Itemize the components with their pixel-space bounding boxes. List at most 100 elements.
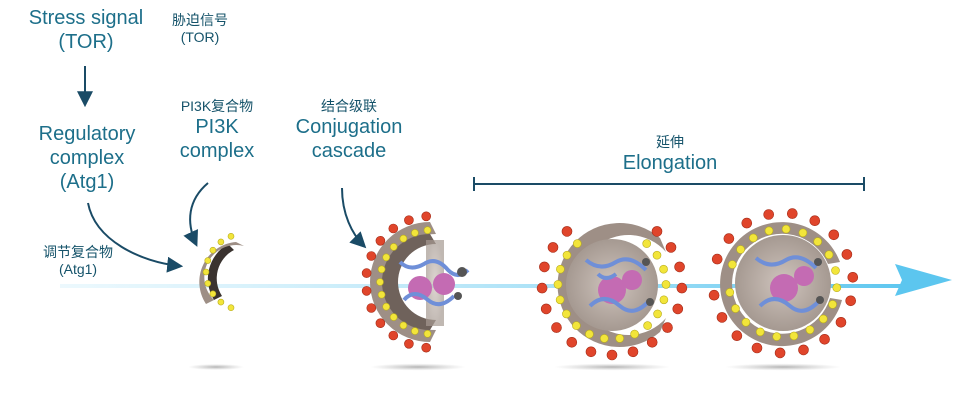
regulatory-complex-zh-label: 调节复合物 (Atg1) xyxy=(28,244,128,278)
yellow-bead xyxy=(824,250,834,259)
pi3k-complex-label: PI3K复合物 PI3K complex xyxy=(164,98,270,163)
cargo-protein-4 xyxy=(754,255,824,313)
process-flow-arrow xyxy=(60,264,952,296)
yellow-bead xyxy=(661,280,671,289)
yellow-bead xyxy=(813,237,823,246)
red-bead xyxy=(361,268,372,278)
regulatory-zh-sub: (Atg1) xyxy=(58,260,98,277)
red-bead xyxy=(676,282,688,294)
cargo-protein-3 xyxy=(584,257,654,313)
conjugation-line-2: cascade xyxy=(311,139,387,162)
phagophore-stage-2 xyxy=(361,211,470,353)
phagophore-stage-3 xyxy=(536,223,688,361)
conjugation-zh-text: 结合级联 xyxy=(321,98,377,114)
yellow-bead xyxy=(630,329,639,339)
yellow-bead xyxy=(652,250,662,260)
yellow-bead xyxy=(832,283,842,293)
red-bead xyxy=(723,233,735,244)
pi3k-line-2: complex xyxy=(179,139,255,162)
yellow-bead xyxy=(643,321,652,330)
red-bead xyxy=(651,226,663,237)
red-bead xyxy=(646,336,658,348)
yellow-bead xyxy=(227,304,235,312)
elongation-label: 延伸 Elongation xyxy=(600,134,740,175)
yellow-bead xyxy=(572,321,581,330)
yellow-bead xyxy=(217,238,225,246)
yellow-bead xyxy=(423,226,432,234)
red-bead xyxy=(551,322,562,333)
yellow-bead xyxy=(585,329,594,339)
elongation-text: Elongation xyxy=(622,151,718,174)
shadow-3 xyxy=(554,363,670,371)
red-bead xyxy=(404,338,414,349)
regulatory-line-2: complex xyxy=(49,147,125,169)
red-bead xyxy=(741,217,753,229)
regulatory-line-1: Regulatory xyxy=(38,123,136,145)
red-bead xyxy=(819,333,830,345)
red-bead xyxy=(763,209,775,220)
elongation-bracket xyxy=(473,177,865,191)
shadow-2 xyxy=(370,363,466,371)
yellow-bead xyxy=(828,300,837,309)
red-bead xyxy=(847,271,859,283)
yellow-bead xyxy=(748,233,758,243)
yellow-bead xyxy=(376,278,384,286)
red-bead xyxy=(536,282,548,294)
red-bead xyxy=(841,249,853,260)
yellow-bead xyxy=(572,239,582,248)
yellow-bead xyxy=(204,280,212,287)
red-bead xyxy=(566,336,578,348)
regulatory-to-phagophore-arrow xyxy=(87,202,184,273)
red-bead xyxy=(711,253,723,265)
conjugation-cascade-label: 结合级联 Conjugation cascade xyxy=(284,98,414,163)
red-bead xyxy=(845,295,857,307)
yellow-bead xyxy=(209,246,217,254)
red-bead xyxy=(366,251,377,261)
red-bead xyxy=(835,316,847,328)
yellow-bead xyxy=(764,226,774,236)
yellow-bead xyxy=(659,295,669,305)
yellow-bead xyxy=(227,233,235,240)
yellow-bead xyxy=(659,264,668,274)
yellow-bead xyxy=(217,298,225,306)
red-bead xyxy=(375,318,386,329)
yellow-bead xyxy=(399,321,408,330)
yellow-bead xyxy=(423,329,432,338)
yellow-bead xyxy=(411,229,419,237)
shadow-1 xyxy=(188,364,244,370)
red-bead xyxy=(828,229,840,241)
red-bead xyxy=(606,349,618,361)
red-bead xyxy=(716,312,728,323)
yellow-bead xyxy=(789,331,799,341)
yellow-bead xyxy=(755,327,765,337)
pi3k-zh-text: PI3K复合物 xyxy=(180,98,254,114)
yellow-bead xyxy=(725,288,735,297)
yellow-bead xyxy=(615,334,625,343)
elongation-zh-text: 延伸 xyxy=(656,134,684,150)
yellow-bead xyxy=(781,224,791,234)
red-bead xyxy=(708,289,720,301)
red-bead xyxy=(786,208,798,219)
red-bead xyxy=(561,226,573,237)
red-bead xyxy=(751,342,763,354)
red-bead xyxy=(540,303,552,315)
phagophore-stage-1 xyxy=(199,233,244,312)
red-bead xyxy=(361,286,372,296)
yellow-bead xyxy=(204,257,212,264)
stress-signal-zh-label: 胁迫信号 (TOR) xyxy=(160,12,240,46)
yellow-bead xyxy=(818,314,828,324)
yellow-bead xyxy=(553,280,563,289)
red-bead xyxy=(388,330,399,341)
stress-signal-label: Stress signal (TOR) xyxy=(14,6,158,54)
yellow-bead xyxy=(642,239,652,248)
yellow-bead xyxy=(736,245,745,254)
red-bead xyxy=(774,347,786,359)
conjugation-to-vesicle-arrow xyxy=(341,187,367,249)
red-bead xyxy=(585,346,597,358)
conjugation-line-1: Conjugation xyxy=(295,115,403,138)
red-bead xyxy=(662,322,673,333)
red-bead xyxy=(404,215,414,225)
red-bead xyxy=(809,215,821,226)
yellow-bead xyxy=(555,295,565,305)
yellow-bead xyxy=(389,313,398,321)
